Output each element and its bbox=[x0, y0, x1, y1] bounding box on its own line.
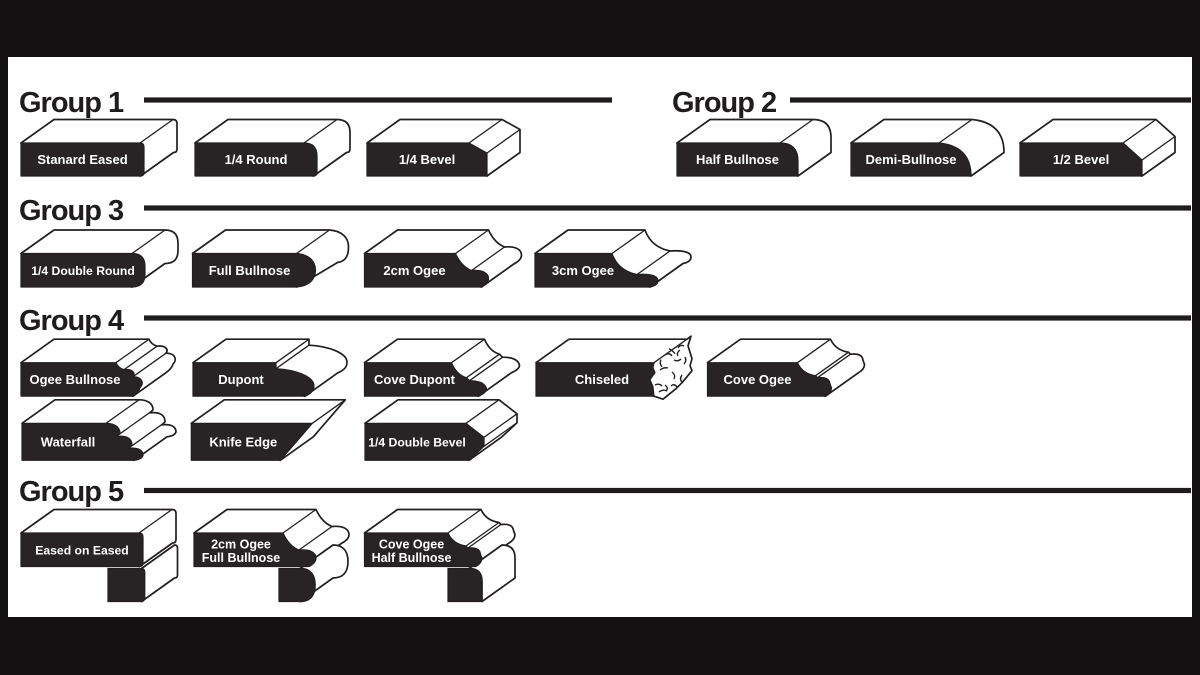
svg-text:1/4 Double Round: 1/4 Double Round bbox=[31, 264, 135, 278]
svg-text:Group 2: Group 2 bbox=[672, 87, 776, 119]
svg-text:Group 5: Group 5 bbox=[19, 476, 124, 508]
svg-text:Half Bullnose: Half Bullnose bbox=[696, 152, 779, 167]
svg-text:1/4 Round: 1/4 Round bbox=[225, 152, 288, 167]
svg-text:Stanard Eased: Stanard Eased bbox=[37, 152, 127, 167]
svg-text:Full Bullnose: Full Bullnose bbox=[202, 551, 281, 565]
svg-text:3cm Ogee: 3cm Ogee bbox=[552, 263, 614, 278]
svg-text:Cove Ogee: Cove Ogee bbox=[724, 372, 792, 387]
svg-text:Demi-Bullnose: Demi-Bullnose bbox=[865, 152, 956, 167]
svg-text:Cove Ogee: Cove Ogee bbox=[379, 537, 444, 551]
svg-text:1/4 Bevel: 1/4 Bevel bbox=[399, 152, 455, 167]
svg-text:Waterfall: Waterfall bbox=[41, 434, 95, 449]
svg-text:Group 4: Group 4 bbox=[19, 305, 124, 337]
svg-text:Dupont: Dupont bbox=[218, 372, 264, 387]
svg-text:Eased on Eased: Eased on Eased bbox=[35, 543, 128, 557]
svg-text:Full Bullnose: Full Bullnose bbox=[209, 263, 291, 278]
svg-text:Group 1: Group 1 bbox=[19, 87, 124, 119]
svg-text:2cm Ogee: 2cm Ogee bbox=[383, 263, 445, 278]
svg-text:Ogee Bullnose: Ogee Bullnose bbox=[29, 372, 120, 387]
svg-text:Knife Edge: Knife Edge bbox=[209, 434, 277, 449]
svg-text:Half Bullnose: Half Bullnose bbox=[372, 551, 452, 565]
svg-text:1/2 Bevel: 1/2 Bevel bbox=[1053, 152, 1109, 167]
svg-text:Group 3: Group 3 bbox=[19, 195, 124, 227]
svg-text:Chiseled: Chiseled bbox=[575, 372, 629, 387]
svg-text:2cm Ogee: 2cm Ogee bbox=[211, 537, 271, 551]
svg-text:Cove Dupont: Cove Dupont bbox=[374, 372, 456, 387]
svg-text:1/4 Double Bevel: 1/4 Double Bevel bbox=[368, 435, 466, 449]
